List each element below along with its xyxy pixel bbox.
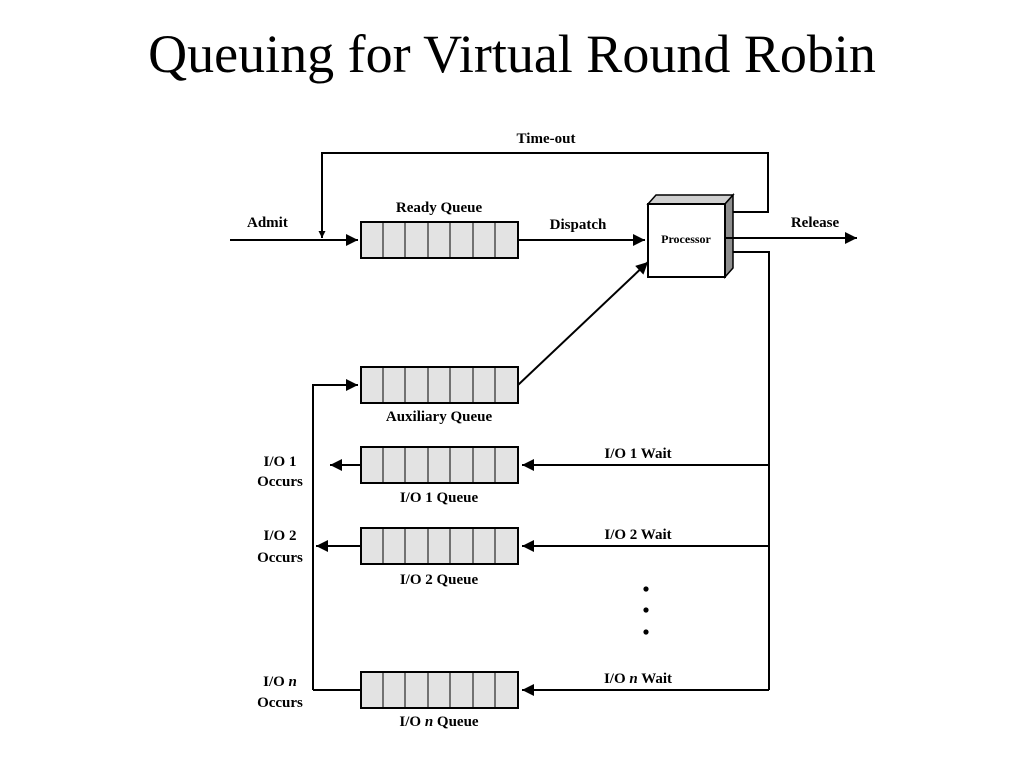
auxiliary-queue (360, 366, 519, 404)
processor-box (646, 193, 735, 279)
ion-wait-label: I/O n Wait (604, 671, 672, 687)
io-wait-bus (522, 251, 770, 696)
dispatch-label: Dispatch (550, 217, 607, 233)
ready-queue (360, 221, 519, 259)
io1-wait-label: I/O 1 Wait (604, 446, 671, 462)
timeout-label: Time-out (517, 131, 576, 147)
ion-occurs-label-2: Occurs (257, 695, 303, 711)
io2-occurs-label-2: Occurs (257, 550, 303, 566)
ion-queue-label: I/O n Queue (399, 714, 479, 730)
admit-label: Admit (247, 215, 288, 231)
ready-queue-label: Ready Queue (396, 200, 483, 216)
io1-queue (360, 446, 519, 484)
release-label: Release (791, 215, 840, 231)
io1-queue-label: I/O 1 Queue (400, 490, 479, 506)
processor-label: Processor (661, 232, 711, 246)
io1-occurs-label-2: Occurs (257, 474, 303, 490)
io2-occurs-label-1: I/O 2 (264, 528, 297, 544)
io-occurs-bus (312, 379, 358, 690)
timeout-path (318, 152, 769, 238)
io1-occurs-label-1: I/O 1 (264, 454, 297, 470)
io2-queue-label: I/O 2 Queue (400, 572, 479, 588)
io2-queue (360, 527, 519, 565)
ellipsis-dots (643, 586, 649, 635)
auxiliary-queue-label: Auxiliary Queue (386, 409, 493, 425)
ion-occurs-label-1: I/O n (263, 674, 297, 690)
slide-title: Queuing for Virtual Round Robin (148, 24, 876, 84)
aux-to-processor-arrow (517, 261, 649, 386)
ion-queue (360, 671, 519, 709)
io2-wait-label: I/O 2 Wait (604, 527, 671, 543)
